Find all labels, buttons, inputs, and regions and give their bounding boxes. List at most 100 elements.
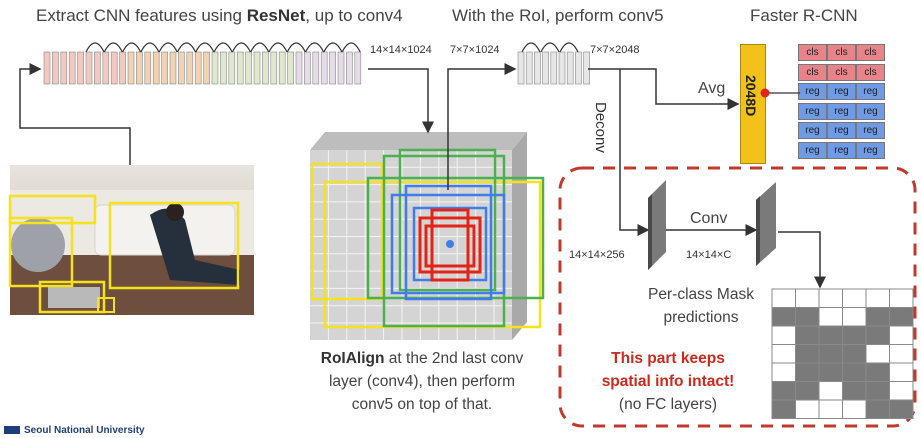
reg-cell: reg bbox=[827, 141, 856, 159]
mask-predictions-label: Per-class Mask predictions bbox=[648, 286, 754, 326]
avg-label: Avg bbox=[698, 80, 726, 97]
conv-feature-slab bbox=[756, 182, 776, 266]
conv5-layer bbox=[525, 51, 533, 85]
mask-cell bbox=[865, 381, 890, 401]
resnet-layer bbox=[68, 51, 76, 85]
mask-cell bbox=[865, 344, 890, 364]
resnet-layer bbox=[161, 51, 168, 85]
mask-cell bbox=[842, 381, 867, 401]
skip-connection bbox=[268, 42, 288, 53]
conv5-layer bbox=[517, 51, 525, 85]
mask-cell bbox=[889, 362, 914, 382]
conv5-layer bbox=[558, 51, 566, 85]
skip-connection bbox=[140, 42, 160, 53]
resnet-layer bbox=[346, 51, 353, 85]
mask-cell bbox=[818, 362, 843, 382]
reg-cell: reg bbox=[827, 122, 856, 139]
resnet-layer bbox=[287, 51, 294, 85]
resnet-layer bbox=[329, 51, 336, 85]
skip-connection bbox=[540, 42, 560, 53]
cls-cell: cls bbox=[856, 44, 885, 61]
mask-cell bbox=[818, 325, 843, 345]
resnet-layer bbox=[262, 51, 269, 85]
conv4-output-dim: 14×14×1024 bbox=[370, 44, 432, 56]
reg-cell: reg bbox=[798, 122, 827, 139]
mask-cell bbox=[771, 307, 796, 327]
skip-connection bbox=[286, 42, 306, 53]
mask-cell bbox=[842, 362, 867, 382]
reg-cell: reg bbox=[856, 102, 885, 120]
feature-vector-2048d: 2048D bbox=[740, 44, 766, 164]
conv5-layer bbox=[583, 51, 590, 85]
resnet-layer bbox=[119, 51, 126, 85]
resnet-layer bbox=[85, 51, 93, 85]
resnet-layer bbox=[178, 51, 185, 85]
skip-connection bbox=[176, 42, 197, 53]
mask-cell bbox=[771, 288, 796, 308]
university-logo-icon bbox=[4, 426, 20, 435]
resnet-layer bbox=[320, 51, 328, 85]
reg-cell: reg bbox=[856, 83, 885, 100]
resnet-layer bbox=[43, 51, 51, 85]
reg-cell: reg bbox=[856, 122, 885, 139]
mask-cell bbox=[771, 381, 796, 401]
mask-cell bbox=[865, 288, 890, 308]
footer-university: Seoul National University bbox=[4, 425, 145, 436]
resnet-layer bbox=[278, 51, 286, 85]
resnet-layer bbox=[136, 51, 143, 85]
roi-conv5-heading: With the RoI, perform conv5 bbox=[452, 6, 664, 25]
resnet-heading: Extract CNN features using ResNet, up to… bbox=[36, 6, 403, 25]
deconv-feature-slab bbox=[648, 180, 666, 270]
resnet-layer bbox=[270, 51, 278, 85]
mask-cell bbox=[842, 344, 867, 364]
conv5-output-dim: 7×7×2048 bbox=[590, 44, 640, 56]
feature-map-cube bbox=[310, 132, 545, 340]
skip-connection bbox=[305, 42, 325, 53]
mask-cell bbox=[842, 399, 867, 419]
resnet-layer bbox=[94, 51, 101, 85]
resnet-layer bbox=[203, 51, 210, 85]
mask-cell bbox=[889, 325, 914, 345]
resnet-layer bbox=[102, 51, 110, 85]
mask-cell bbox=[865, 399, 890, 419]
resnet-layer bbox=[253, 51, 261, 85]
cls-cell: cls bbox=[798, 63, 827, 81]
skip-connection bbox=[158, 42, 178, 53]
mask-cell bbox=[795, 362, 820, 382]
mask-cell bbox=[771, 325, 796, 345]
mask-cell bbox=[771, 399, 796, 419]
mask-cell bbox=[795, 344, 820, 364]
mask-cell bbox=[889, 288, 914, 308]
spatial-info-note: This part keeps spatial info intact! (no… bbox=[601, 350, 735, 413]
conv5-layer-stack bbox=[517, 42, 590, 85]
mask-cell bbox=[842, 288, 867, 308]
skip-connection bbox=[103, 42, 123, 53]
resnet-layer bbox=[110, 51, 118, 85]
cls-cell: cls bbox=[856, 63, 885, 81]
resnet-layer-stack bbox=[43, 42, 362, 85]
mask-cell bbox=[771, 362, 796, 382]
skip-connection bbox=[231, 42, 251, 53]
input-photo bbox=[8, 165, 254, 315]
skip-connection bbox=[85, 42, 105, 53]
mask-cell bbox=[818, 344, 843, 364]
resnet-layer bbox=[152, 51, 160, 85]
cls-cell: cls bbox=[827, 63, 856, 81]
resnet-layer bbox=[295, 51, 303, 85]
mask-cell bbox=[842, 325, 867, 345]
roi-input-dim: 7×7×1024 bbox=[450, 44, 500, 56]
resnet-layer bbox=[144, 51, 152, 85]
feature-vector-label: 2048D bbox=[743, 75, 759, 117]
skip-connection bbox=[559, 42, 579, 53]
conv-output-dim: 14×14×C bbox=[686, 249, 732, 261]
conv5-layer bbox=[575, 51, 582, 85]
resnet-layer bbox=[194, 51, 202, 85]
reg-cell: reg bbox=[798, 83, 827, 100]
resnet-layer bbox=[211, 51, 219, 85]
mask-cell bbox=[795, 288, 820, 308]
roialign-term: RoIAlign bbox=[320, 350, 385, 367]
mask-branch-region bbox=[558, 166, 917, 428]
resnet-layer bbox=[354, 51, 362, 85]
